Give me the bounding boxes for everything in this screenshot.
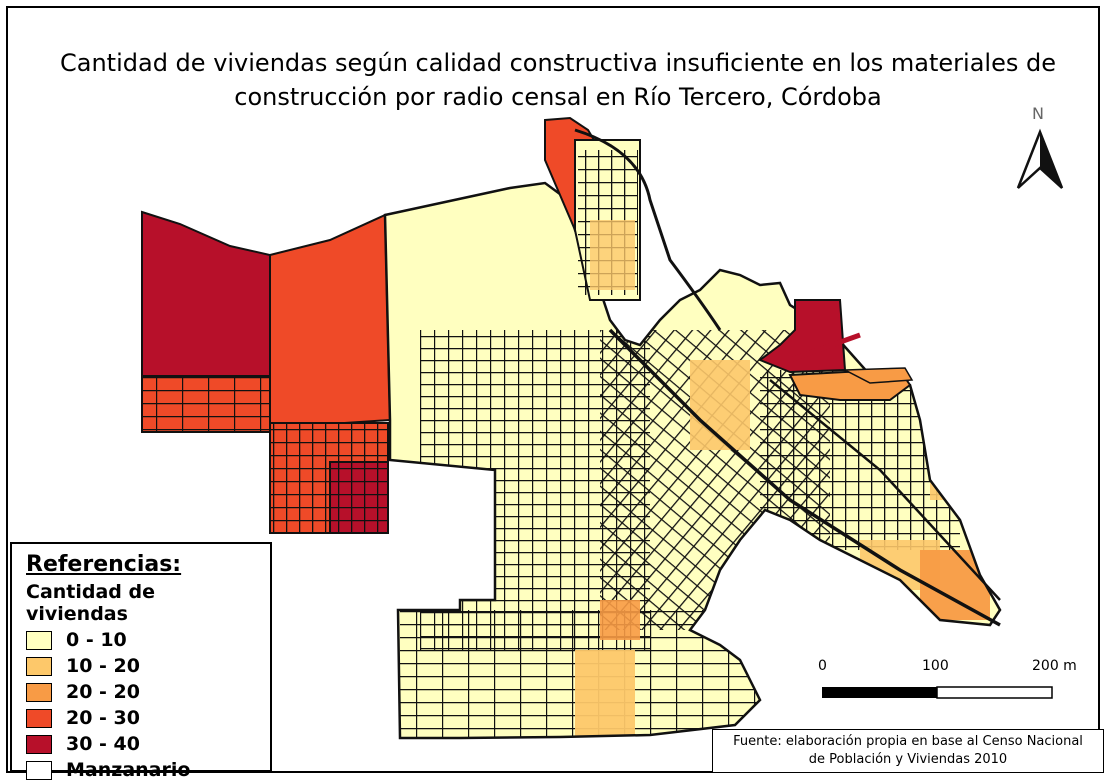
map-title: Cantidad de viviendas según calidad cons… (28, 46, 1088, 114)
legend-heading: Referencias: (26, 552, 182, 577)
river-line (574, 128, 722, 331)
legend: Referencias: Cantidad de viviendas 0 - 1… (10, 542, 272, 781)
scale-label-100: 100 (922, 658, 949, 674)
legend-swatch (26, 656, 52, 676)
legend-item-label: 0 - 10 (66, 629, 127, 651)
east-extension (789, 332, 861, 363)
city-core (385, 183, 1000, 738)
legend-item: 20 - 20 (26, 679, 260, 705)
district-red-large (269, 213, 392, 430)
district-east-orange-strip (842, 367, 914, 384)
railway-line (608, 328, 1001, 627)
map-title-line-1: Cantidad de viviendas según calidad cons… (60, 49, 1056, 77)
scale-label-0: 0 (818, 658, 827, 674)
legend-item: 20 - 30 (26, 705, 260, 731)
district-southwest-dark-grid (330, 462, 388, 533)
legend-swatch (26, 630, 52, 650)
legend-item-label: 10 - 20 (66, 655, 140, 677)
legend-item: 30 - 40 (26, 731, 260, 757)
legend-item-label: 20 - 30 (66, 707, 140, 729)
source-note: Fuente: elaboración propia en base al Ce… (712, 729, 1104, 773)
legend-item-label: 20 - 20 (66, 681, 140, 703)
scale-label-200: 200 m (1032, 658, 1077, 674)
road-line (769, 379, 1001, 601)
district-east-darkred (757, 299, 847, 374)
legend-swatch (26, 734, 52, 754)
legend-swatch (26, 708, 52, 728)
city-core-outline (383, 181, 1002, 740)
district-west-blocks-grid (142, 376, 270, 432)
legend-subheading: Cantidad de viviendas (26, 581, 156, 625)
legend-item-outline: Manzanario (26, 757, 260, 783)
scale-bar (822, 686, 1053, 699)
district-west-darkred (141, 210, 271, 377)
source-line-2: de Población y Viviendas 2010 (808, 752, 1008, 767)
legend-item: 0 - 10 (26, 627, 260, 653)
map-title-line-2: construcción por radio censal en Río Ter… (234, 83, 882, 111)
source-line-1: Fuente: elaboración propia en base al Ce… (733, 734, 1083, 749)
legend-item-label: 30 - 40 (66, 733, 140, 755)
north-label: N (1032, 104, 1044, 123)
legend-item-label: Manzanario (66, 759, 191, 781)
north-arrow-icon (1016, 128, 1064, 189)
legend-swatch (26, 682, 52, 702)
legend-swatch-outline (26, 760, 52, 780)
district-north-orange (590, 220, 635, 290)
legend-item: 10 - 20 (26, 653, 260, 679)
